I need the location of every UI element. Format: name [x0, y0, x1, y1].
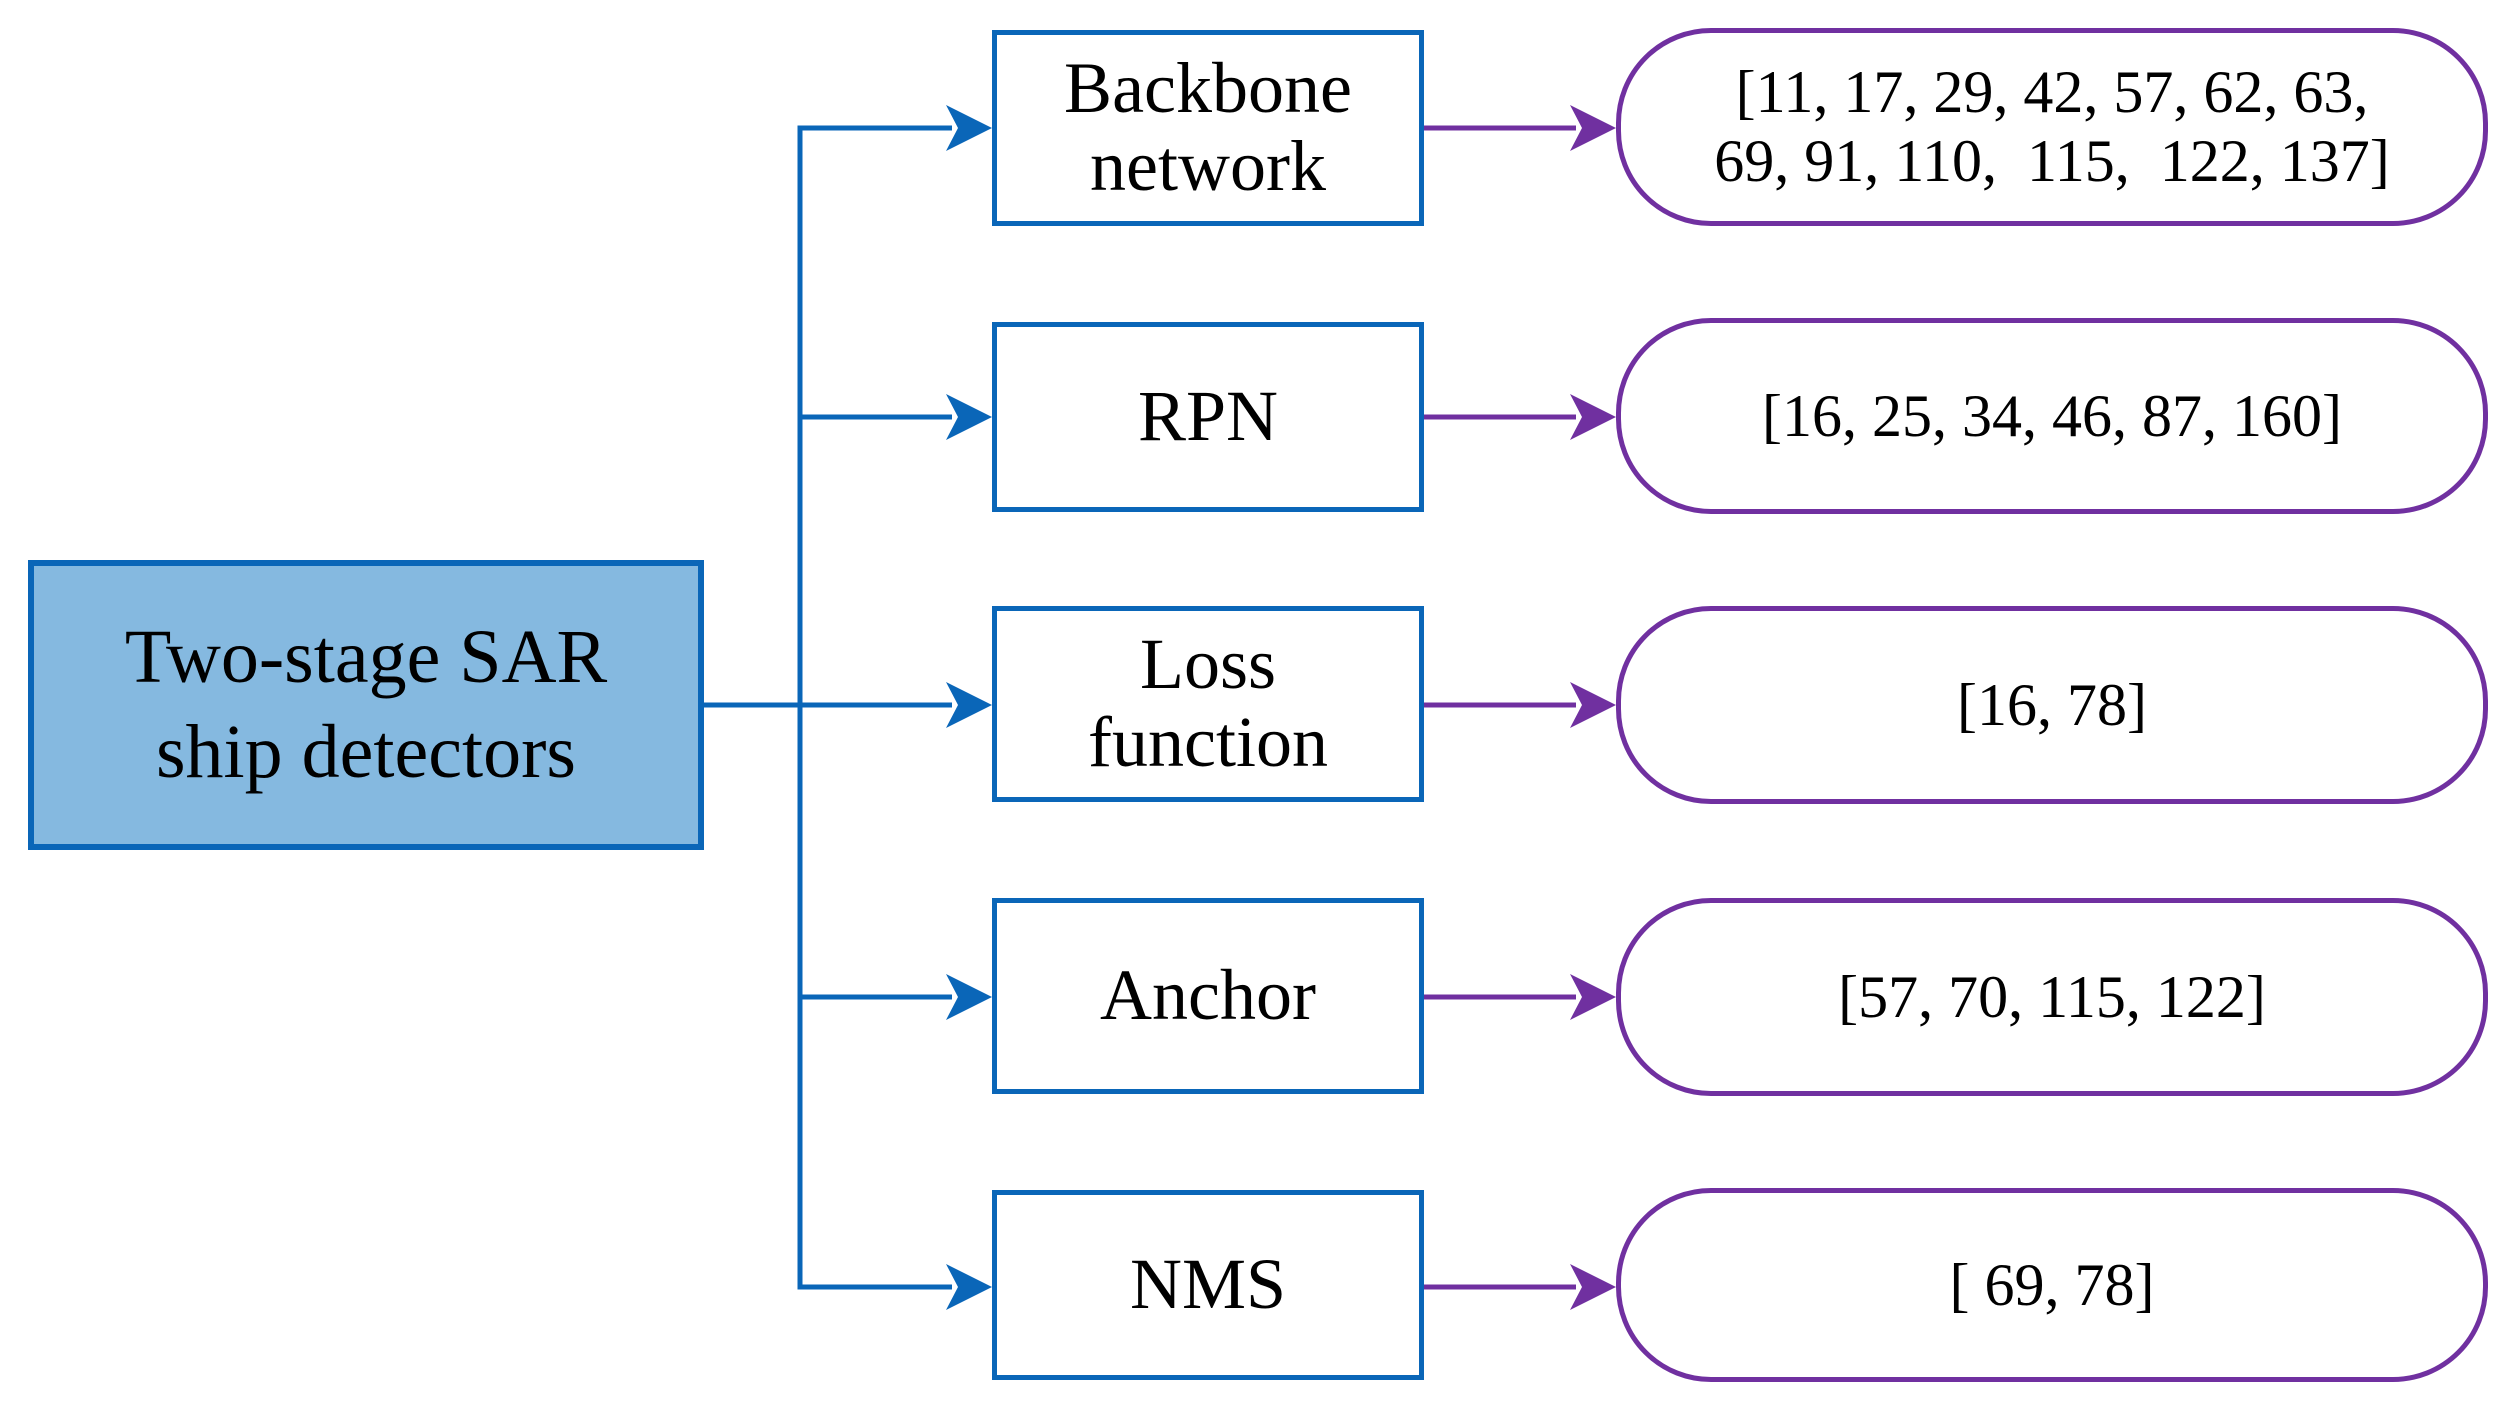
root-label-line-2: ship detectors: [155, 710, 576, 794]
module-box-backbone-network: Backbone network: [992, 30, 1424, 226]
root-box-two-stage-sar-ship-detectors: Two-stage SAR ship detectors: [28, 560, 704, 850]
reference-box-backbone: [11, 17, 29, 42, 57, 62, 63, 69, 91, 110…: [1616, 28, 2488, 226]
arrowhead-to-reference-rpn: [1570, 394, 1616, 440]
reference-text-backbone-line-2: 69, 91, 110, 115, 122, 137]: [1714, 128, 2390, 194]
module-box-nms: NMS: [992, 1190, 1424, 1380]
reference-text-rpn: [16, 25, 34, 46, 87, 160]: [1762, 382, 2342, 449]
module-box-anchor: Anchor: [992, 898, 1424, 1094]
arrowhead-to-module-loss-function: [946, 682, 992, 728]
module-label-loss-line-1: Loss: [1139, 624, 1277, 705]
arrowhead-to-reference-nms: [1570, 1264, 1616, 1310]
reference-text-loss-function: [16, 78]: [1957, 671, 2147, 738]
reference-box-loss-function: [16, 78]: [1616, 606, 2488, 804]
module-label-backbone-line-2: network: [1090, 126, 1326, 206]
arrowhead-to-module-anchor: [946, 974, 992, 1020]
reference-box-nms: [ 69, 78]: [1616, 1188, 2488, 1382]
reference-text-anchor: [57, 70, 115, 122]: [1838, 963, 2266, 1030]
arrowhead-to-module-nms: [946, 1264, 992, 1310]
arrowhead-to-reference-loss-function: [1570, 682, 1616, 728]
module-label-loss-line-2: function: [1088, 702, 1328, 782]
arrowhead-to-module-rpn: [946, 394, 992, 440]
arrowhead-to-module-backbone: [946, 105, 992, 151]
module-label-rpn: RPN: [1137, 376, 1279, 457]
module-box-rpn: RPN: [992, 322, 1424, 512]
reference-text-backbone-line-1: [11, 17, 29, 42, 57, 62, 63,: [1735, 59, 2369, 125]
reference-box-anchor: [57, 70, 115, 122]: [1616, 898, 2488, 1096]
root-label-line-1: Two-stage SAR: [124, 615, 608, 699]
reference-text-nms: [ 69, 78]: [1949, 1251, 2155, 1318]
module-box-loss-function: Loss function: [992, 606, 1424, 802]
module-label-nms: NMS: [1129, 1244, 1287, 1325]
reference-box-rpn: [16, 25, 34, 46, 87, 160]: [1616, 318, 2488, 514]
module-label-backbone-line-1: Backbone: [1064, 48, 1352, 129]
arrowhead-to-reference-anchor: [1570, 974, 1616, 1020]
arrowhead-to-reference-backbone: [1570, 105, 1616, 151]
module-label-anchor: Anchor: [1100, 955, 1316, 1036]
